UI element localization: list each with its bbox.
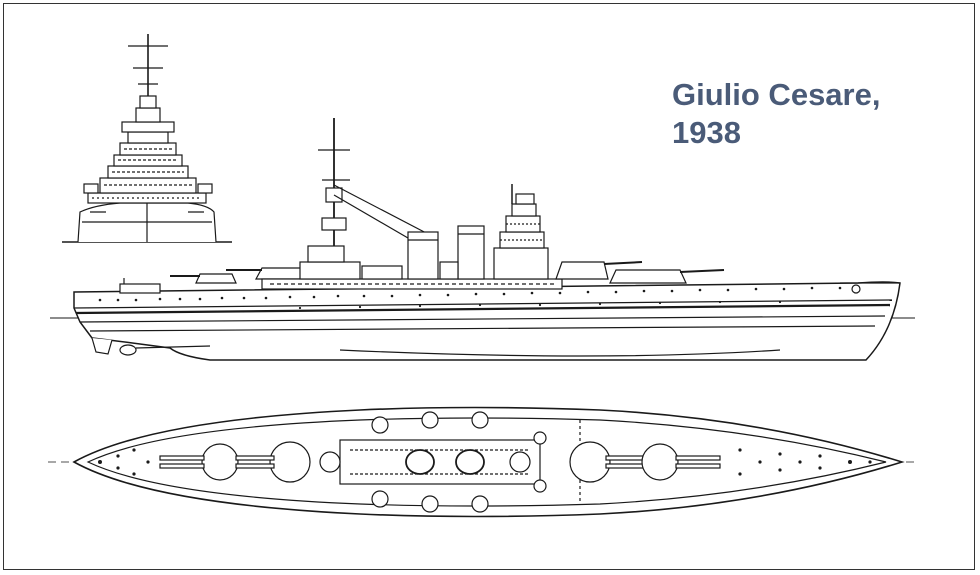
ship-title: Giulio Cesare, 1938 [672, 76, 880, 152]
deck-fittings [98, 448, 872, 476]
side-profile-view [50, 118, 915, 361]
ship-year: 1938 [672, 115, 741, 150]
top-deck-plan-view [48, 406, 916, 518]
portholes [98, 286, 842, 310]
forward-turrets [555, 261, 725, 284]
ship-name: Giulio Cesare, [672, 77, 881, 112]
drawing-frame [3, 3, 975, 570]
deck-turrets [159, 441, 721, 483]
front-view [62, 34, 232, 243]
forward-tower [493, 184, 549, 280]
secondary-turrets [371, 411, 547, 513]
